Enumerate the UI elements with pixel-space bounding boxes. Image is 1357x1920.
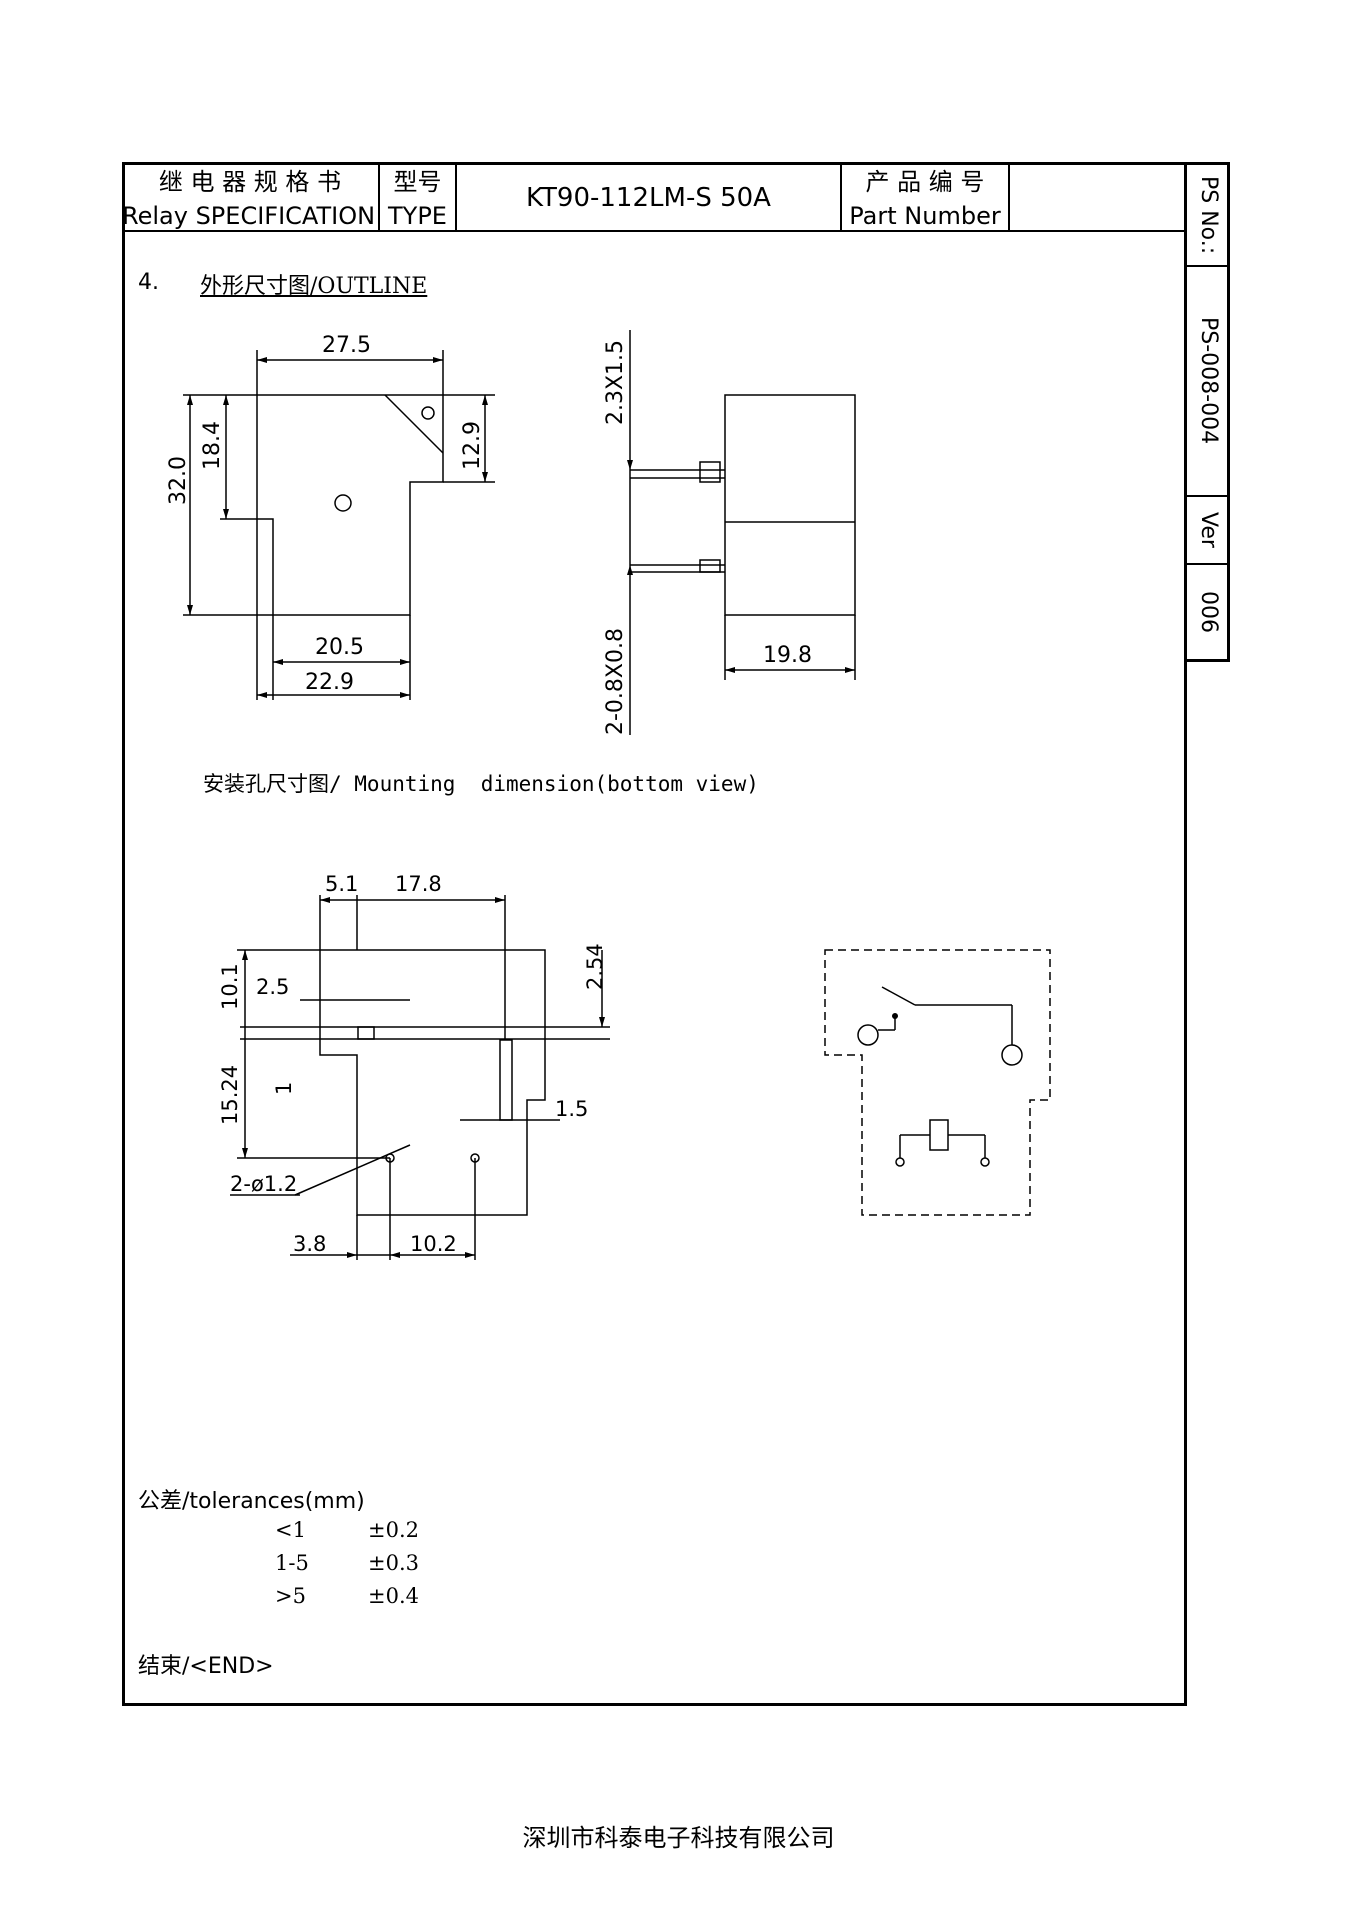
side-strip: [1187, 162, 1230, 662]
tol-value-3: ±0.4: [368, 1584, 419, 1608]
tol-range-1: <1: [275, 1518, 306, 1542]
dim-1-5: 1.5: [555, 1097, 589, 1121]
dim-pin-bottom: 2-0.8X0.8: [603, 628, 628, 735]
ver-label: Ver: [1196, 512, 1221, 548]
section-title: 外形尺寸图/OUTLINE: [200, 274, 428, 299]
end-label: 结束/<END>: [138, 1654, 274, 1679]
dim-10-2: 10.2: [410, 1232, 457, 1256]
dim-height: 32.0: [166, 456, 191, 505]
dim-hole: 2-ø1.2: [230, 1172, 298, 1196]
dim-pin-top: 2.3X1.5: [603, 339, 628, 425]
dim-right: 12.9: [460, 421, 485, 470]
mounting-title: 安装孔尺寸图/ Mounting dimension(bottom view): [203, 772, 759, 796]
tolerances-title: 公差/tolerances(mm): [138, 1489, 365, 1514]
header-divider: [1008, 162, 1010, 232]
dim-2-5: 2.5: [256, 975, 290, 999]
dim-2-54: 2.54: [583, 943, 607, 990]
dim-top-width: 27.5: [322, 333, 371, 358]
ver-value: 006: [1196, 591, 1221, 633]
spec-title-cn: 继 电 器 规 格 书: [158, 168, 342, 196]
part-number-label-cn: 产 品 编 号: [865, 168, 985, 196]
type-label-cn: 型号: [393, 168, 442, 196]
tol-range-3: >5: [275, 1584, 306, 1608]
dim-3-8: 3.8: [293, 1232, 327, 1256]
ps-no-label: PS No.:: [1196, 175, 1221, 255]
model-number: KT90-112LM-S 50A: [526, 183, 771, 213]
dim-15-24: 15.24: [218, 1064, 242, 1125]
dim-side-width: 19.8: [763, 643, 812, 668]
part-number-label-en: Part Number: [849, 202, 1001, 230]
dim-upper: 18.4: [200, 421, 225, 470]
tol-value-2: ±0.3: [368, 1551, 419, 1575]
spec-title-en: Relay SPECIFICATION: [122, 202, 376, 230]
side-divider: [1187, 495, 1230, 497]
tol-range-2: 1-5: [275, 1551, 309, 1575]
tol-value-1: ±0.2: [368, 1518, 419, 1542]
side-divider: [1187, 563, 1230, 565]
dim-17-8: 17.8: [395, 872, 442, 896]
header-divider: [840, 162, 842, 232]
section-number: 4.: [138, 270, 159, 295]
footer-company: 深圳市科泰电子科技有限公司: [522, 1824, 835, 1852]
type-label-en: TYPE: [388, 202, 447, 230]
dim-1: 1: [272, 1081, 296, 1095]
dim-5-1: 5.1: [325, 872, 359, 896]
page-frame: [122, 162, 1187, 1706]
header-divider: [455, 162, 457, 232]
dim-bottom-inner: 20.5: [315, 635, 364, 660]
ps-no-value: PS-008-004: [1196, 317, 1221, 445]
header-divider: [378, 162, 380, 232]
dim-bottom-outer: 22.9: [305, 670, 354, 695]
header-row: [122, 162, 1187, 232]
dim-10-1: 10.1: [218, 963, 242, 1010]
side-divider: [1187, 265, 1230, 267]
